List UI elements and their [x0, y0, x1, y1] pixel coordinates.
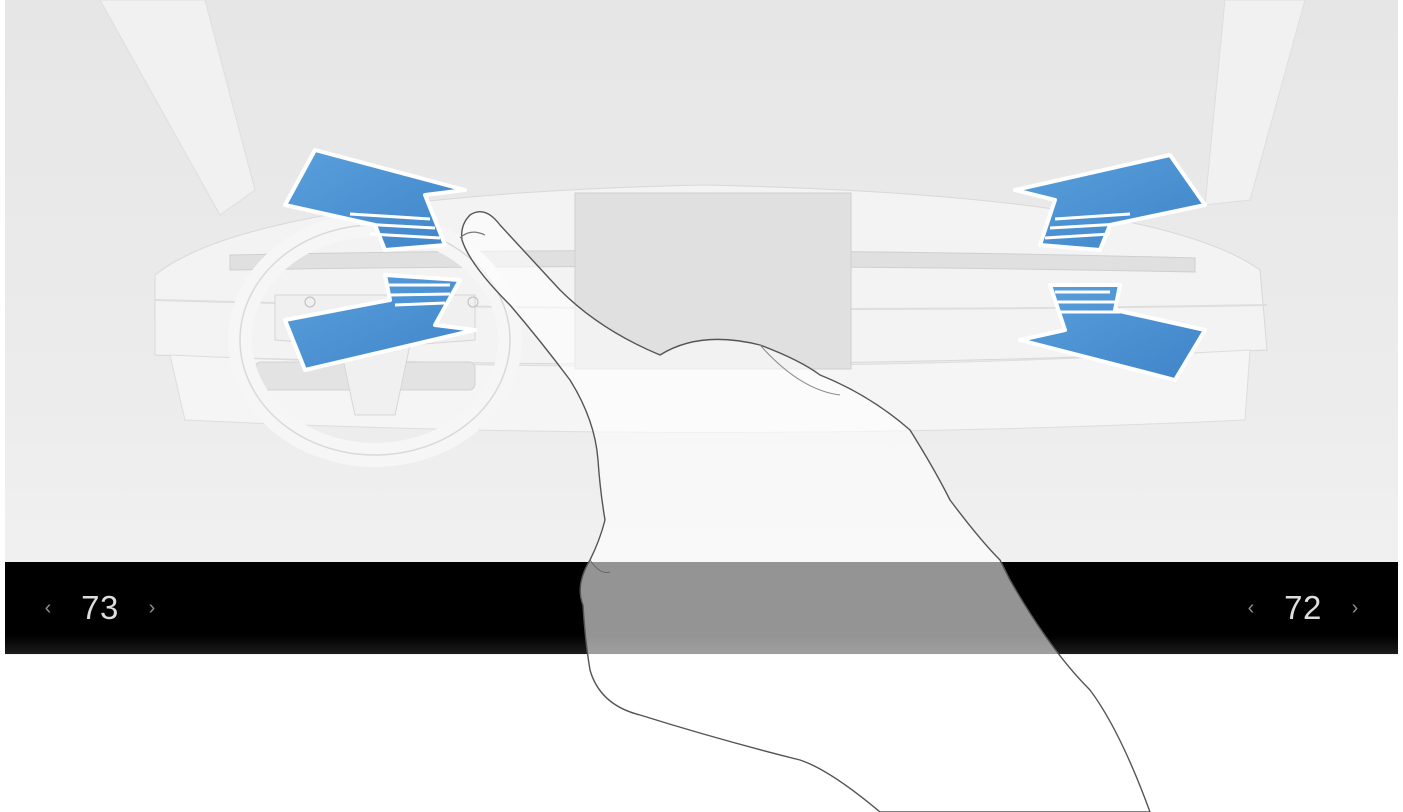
driver-temperature-value: 73	[63, 589, 137, 627]
center-touchscreen	[575, 193, 851, 369]
driver-temp-decrease-chevron-left-icon[interactable]: ‹	[33, 588, 63, 628]
passenger-temp-increase-chevron-right-icon[interactable]: ›	[1340, 588, 1370, 628]
passenger-temperature-value: 72	[1266, 589, 1340, 627]
driver-temp-increase-chevron-right-icon[interactable]: ›	[137, 588, 167, 628]
passenger-temp-decrease-chevron-left-icon[interactable]: ‹	[1236, 588, 1266, 628]
dashboard-illustration	[5, 0, 1398, 655]
climate-temperature-bar: ‹ 73 › ‹ 72 ›	[5, 562, 1398, 654]
driver-temperature-control: ‹ 73 ›	[33, 562, 167, 654]
passenger-temperature-control: ‹ 72 ›	[1236, 562, 1370, 654]
